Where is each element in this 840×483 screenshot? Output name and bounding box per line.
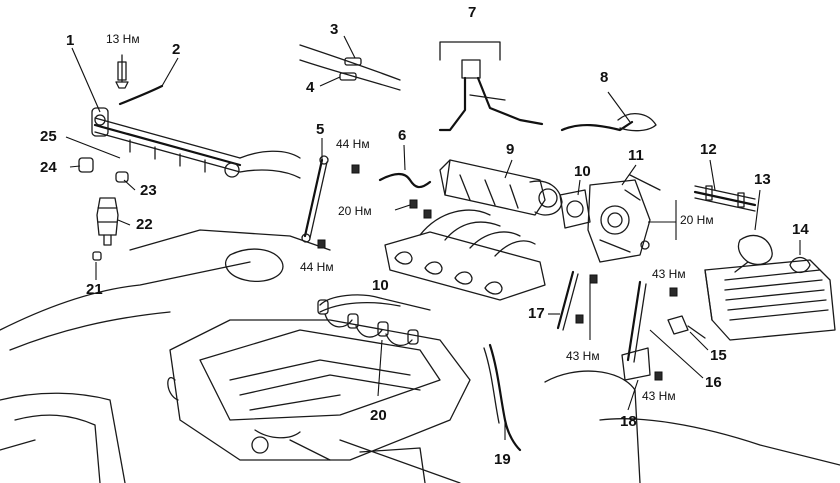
callout-15: 15 — [710, 347, 727, 364]
throttle-body — [587, 174, 661, 263]
throttle-cables — [299, 44, 401, 91]
torque-20nm-right: 20 Нм — [680, 213, 714, 227]
callout-10-gasket: 10 — [574, 163, 591, 180]
injector — [96, 197, 119, 246]
callout-6: 6 — [398, 127, 407, 144]
intake-manifold — [384, 209, 546, 301]
seal-21 — [92, 251, 102, 261]
sensor — [667, 315, 689, 335]
torque-44nm-upper: 44 Нм — [336, 137, 370, 151]
throttle-gasket — [559, 189, 591, 229]
vsv-assembly — [438, 41, 544, 132]
callout-3: 3 — [330, 21, 339, 38]
torque-13nm: 13 Нм — [106, 32, 140, 46]
torque-43nm-middle: 43 Нм — [566, 349, 600, 363]
air-cleaner — [704, 235, 836, 341]
callout-9: 9 — [506, 141, 515, 158]
callout-12: 12 — [700, 141, 717, 158]
callout-1: 1 — [66, 32, 75, 49]
callout-25: 25 — [40, 128, 57, 145]
callout-17: 17 — [528, 305, 545, 322]
callout-13: 13 — [754, 171, 771, 188]
car-body-outline — [0, 229, 840, 483]
vacuum-hose — [118, 84, 164, 106]
bolts — [317, 164, 678, 381]
callout-19: 19 — [494, 451, 511, 468]
callout-20: 20 — [370, 407, 387, 424]
rail-bolt — [115, 54, 129, 89]
callout-7: 7 — [468, 4, 477, 21]
bracket-18 — [621, 347, 651, 381]
bracket-16 — [626, 280, 642, 362]
callout-2: 2 — [172, 41, 181, 58]
bracket-17 — [556, 270, 575, 330]
clip — [789, 256, 811, 274]
callout-14: 14 — [792, 221, 809, 238]
cushion-24 — [78, 157, 94, 173]
ignition-wires — [317, 294, 431, 346]
fuel-rail — [91, 107, 301, 179]
fuel-hose — [488, 343, 522, 452]
leader-lines — [65, 35, 801, 440]
callout-24: 24 — [40, 159, 57, 176]
callout-11: 11 — [628, 147, 644, 164]
air-hose — [560, 120, 634, 132]
pcv-hose — [378, 172, 432, 189]
callout-4: 4 — [306, 79, 315, 96]
callout-16: 16 — [705, 374, 722, 391]
callout-23: 23 — [140, 182, 157, 199]
torque-43nm-upper: 43 Нм — [652, 267, 686, 281]
torque-43nm-lower: 43 Нм — [642, 389, 676, 403]
callout-21: 21 — [86, 281, 103, 298]
engine-block — [167, 319, 471, 461]
callout-18: 18 — [620, 413, 637, 430]
callout-10-manifold: 10 — [372, 277, 389, 294]
intake-plenum — [439, 159, 563, 216]
torque-20nm-left: 20 Нм — [338, 204, 372, 218]
connector-hose — [693, 185, 757, 212]
callout-8: 8 — [600, 69, 609, 86]
callout-22: 22 — [136, 216, 153, 233]
o-ring-23 — [115, 171, 129, 183]
callout-5: 5 — [316, 121, 325, 138]
torque-44nm-lower: 44 Нм — [300, 260, 334, 274]
support-rod — [301, 155, 329, 243]
